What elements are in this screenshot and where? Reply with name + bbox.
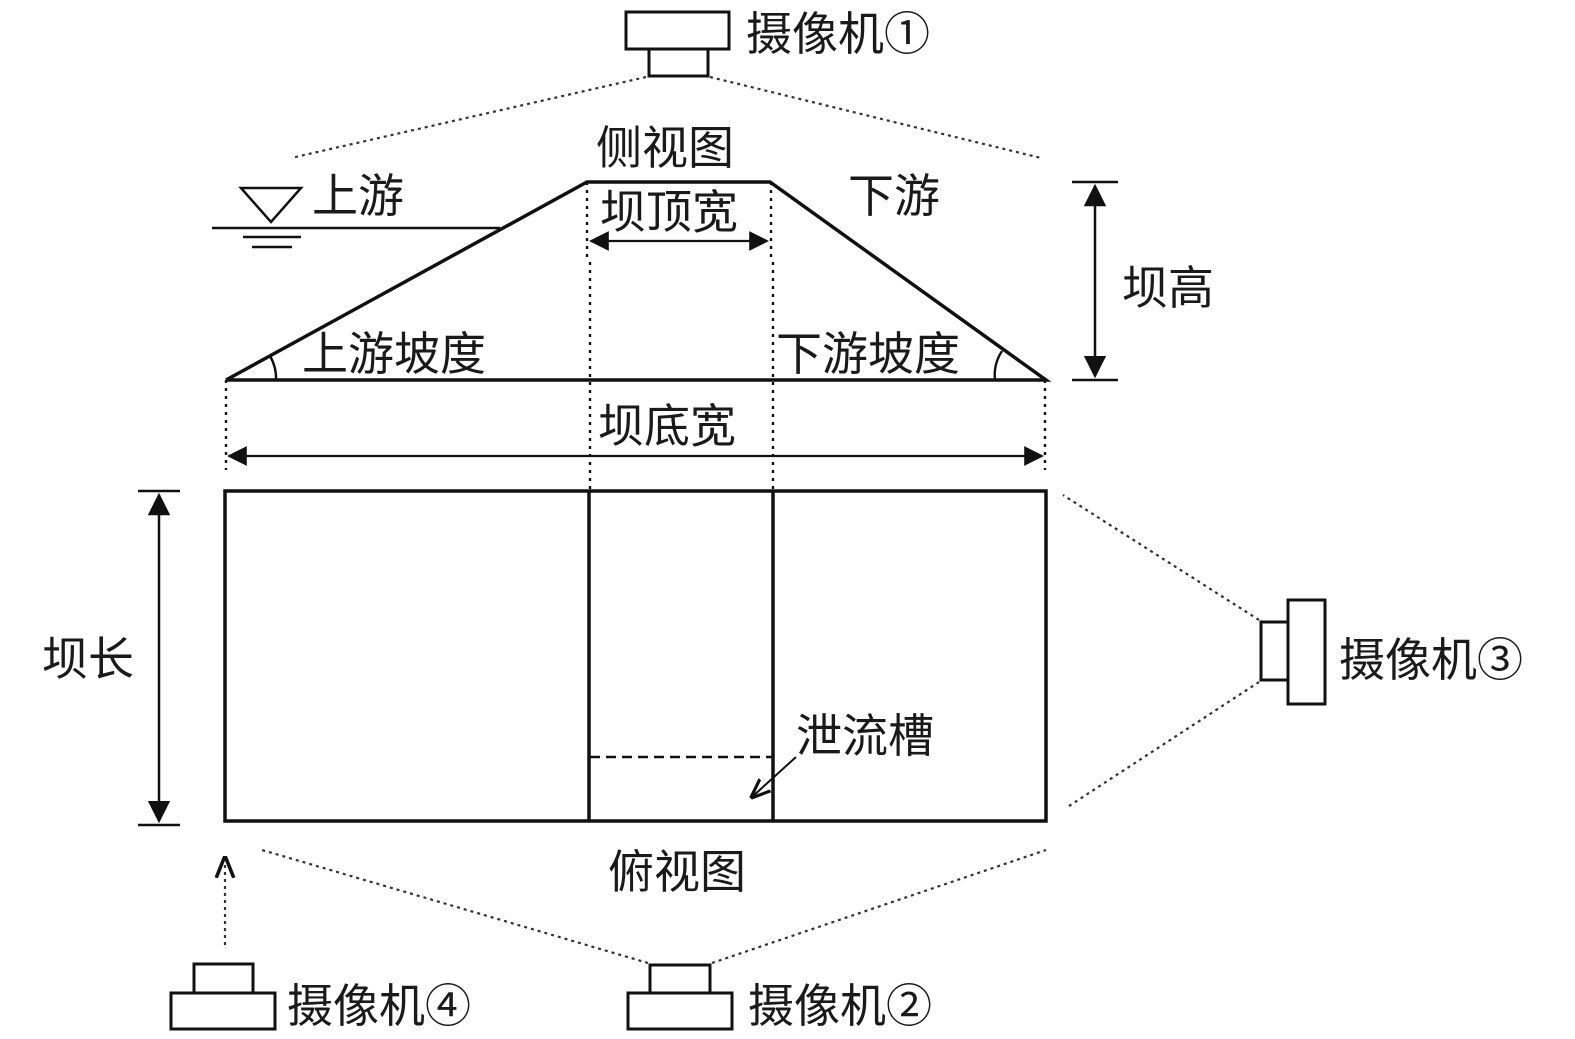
crest-width-label: 坝顶宽 bbox=[600, 185, 738, 239]
crest-guides bbox=[224, 182, 1047, 490]
camera-1-view-lines bbox=[290, 75, 1042, 160]
dam-height-label: 坝高 bbox=[1122, 261, 1214, 315]
base-width-label: 坝底宽 bbox=[598, 399, 736, 453]
upstream-slope-label: 上游坡度 bbox=[302, 327, 486, 381]
camera-3-label: 摄像机③ bbox=[1339, 633, 1523, 687]
camera-4-icon bbox=[169, 962, 277, 1031]
dam-length-label: 坝长 bbox=[42, 632, 134, 686]
camera-4-label: 摄像机④ bbox=[287, 979, 471, 1033]
camera-1-icon bbox=[624, 10, 731, 78]
camera-3-view-lines bbox=[1062, 494, 1260, 809]
top-view-title: 俯视图 bbox=[608, 845, 746, 899]
upstream-slope-arc bbox=[268, 355, 278, 381]
camera-1-label: 摄像机① bbox=[746, 7, 930, 61]
spillway-pointer-arrow bbox=[752, 756, 797, 797]
side-view-title: 侧视图 bbox=[596, 121, 734, 175]
dam-height-dimension bbox=[1072, 180, 1118, 382]
spillway-label: 泄流槽 bbox=[796, 709, 934, 763]
upstream-label: 上游 bbox=[312, 169, 404, 223]
top-view-outline bbox=[223, 489, 1048, 823]
dam-length-dimension bbox=[138, 489, 180, 827]
camera-2-icon bbox=[626, 963, 734, 1031]
downstream-slope-arc bbox=[993, 350, 1004, 381]
downstream-slope-label: 下游坡度 bbox=[776, 327, 960, 381]
camera-2-label: 摄像机② bbox=[748, 979, 932, 1033]
water-level-icon bbox=[212, 186, 500, 249]
camera-3-icon bbox=[1259, 598, 1327, 706]
camera-2-view-lines bbox=[261, 848, 1047, 965]
downstream-label: 下游 bbox=[848, 169, 940, 223]
